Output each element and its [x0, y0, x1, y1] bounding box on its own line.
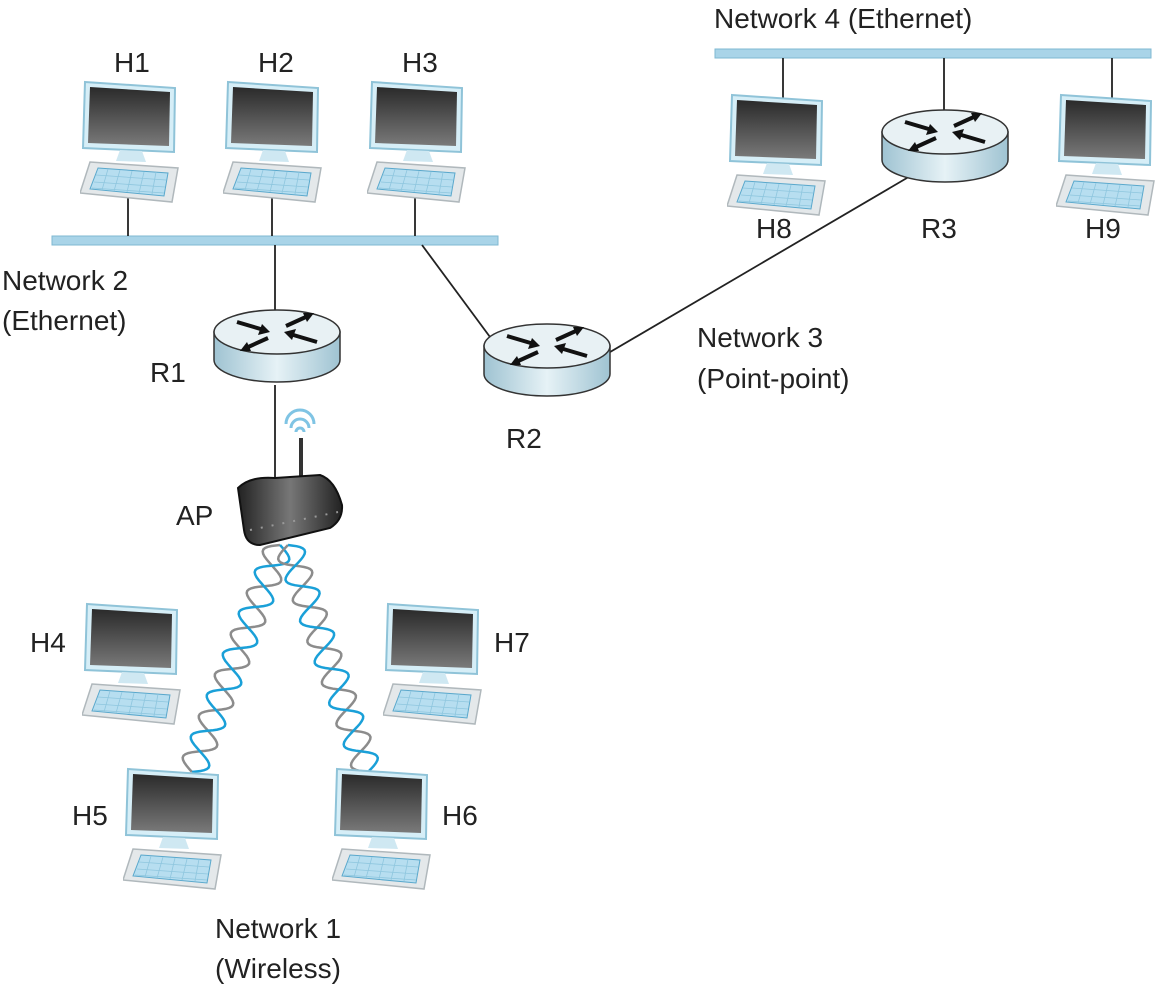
host-h8-computer-icon	[727, 95, 825, 215]
network-2-bus	[51, 235, 499, 246]
wireless-wave-h6-gray	[276, 544, 372, 774]
host-h1-computer-icon	[80, 82, 178, 202]
wireless-wave-h5-gray	[181, 543, 283, 773]
host-h3-computer-icon	[367, 82, 465, 202]
wireless-wave-h5-blue	[189, 544, 291, 774]
host-h6-computer-icon	[332, 769, 430, 889]
host-h7-computer-icon	[383, 604, 481, 724]
label-network-2-name: Network 2	[2, 265, 128, 296]
host-h4-computer-icon	[82, 604, 180, 724]
router-r3-icon	[882, 110, 1008, 182]
label-h4: H4	[30, 627, 66, 658]
wireless-wave-h6-blue	[284, 543, 380, 773]
wireless-links	[181, 543, 380, 774]
label-h2: H2	[258, 47, 294, 78]
label-network-1-type: (Wireless)	[215, 953, 341, 984]
label-r1: R1	[150, 357, 186, 388]
label-h1: H1	[114, 47, 150, 78]
label-h6: H6	[442, 800, 478, 831]
label-h9: H9	[1085, 213, 1121, 244]
label-h5: H5	[72, 800, 108, 831]
access-point-icon	[236, 408, 344, 547]
label-network-1-name: Network 1	[215, 913, 341, 944]
host-h2-computer-icon	[223, 82, 321, 202]
network-4-bus	[714, 48, 1152, 59]
label-h7: H7	[494, 627, 530, 658]
label-h3: H3	[402, 47, 438, 78]
label-network-3-type: (Point-point)	[697, 363, 850, 394]
label-h8: H8	[756, 213, 792, 244]
host-h9-computer-icon	[1056, 95, 1154, 215]
host-h5-computer-icon	[123, 769, 221, 889]
label-network-4: Network 4 (Ethernet)	[714, 3, 972, 34]
router-r1-icon	[214, 310, 340, 382]
label-ap: AP	[176, 500, 213, 531]
links	[127, 58, 1113, 485]
router-r2-icon	[484, 324, 610, 396]
label-network-2-type: (Ethernet)	[2, 305, 127, 336]
label-network-3-name: Network 3	[697, 322, 823, 353]
label-r3: R3	[921, 213, 957, 244]
label-r2: R2	[506, 423, 542, 454]
